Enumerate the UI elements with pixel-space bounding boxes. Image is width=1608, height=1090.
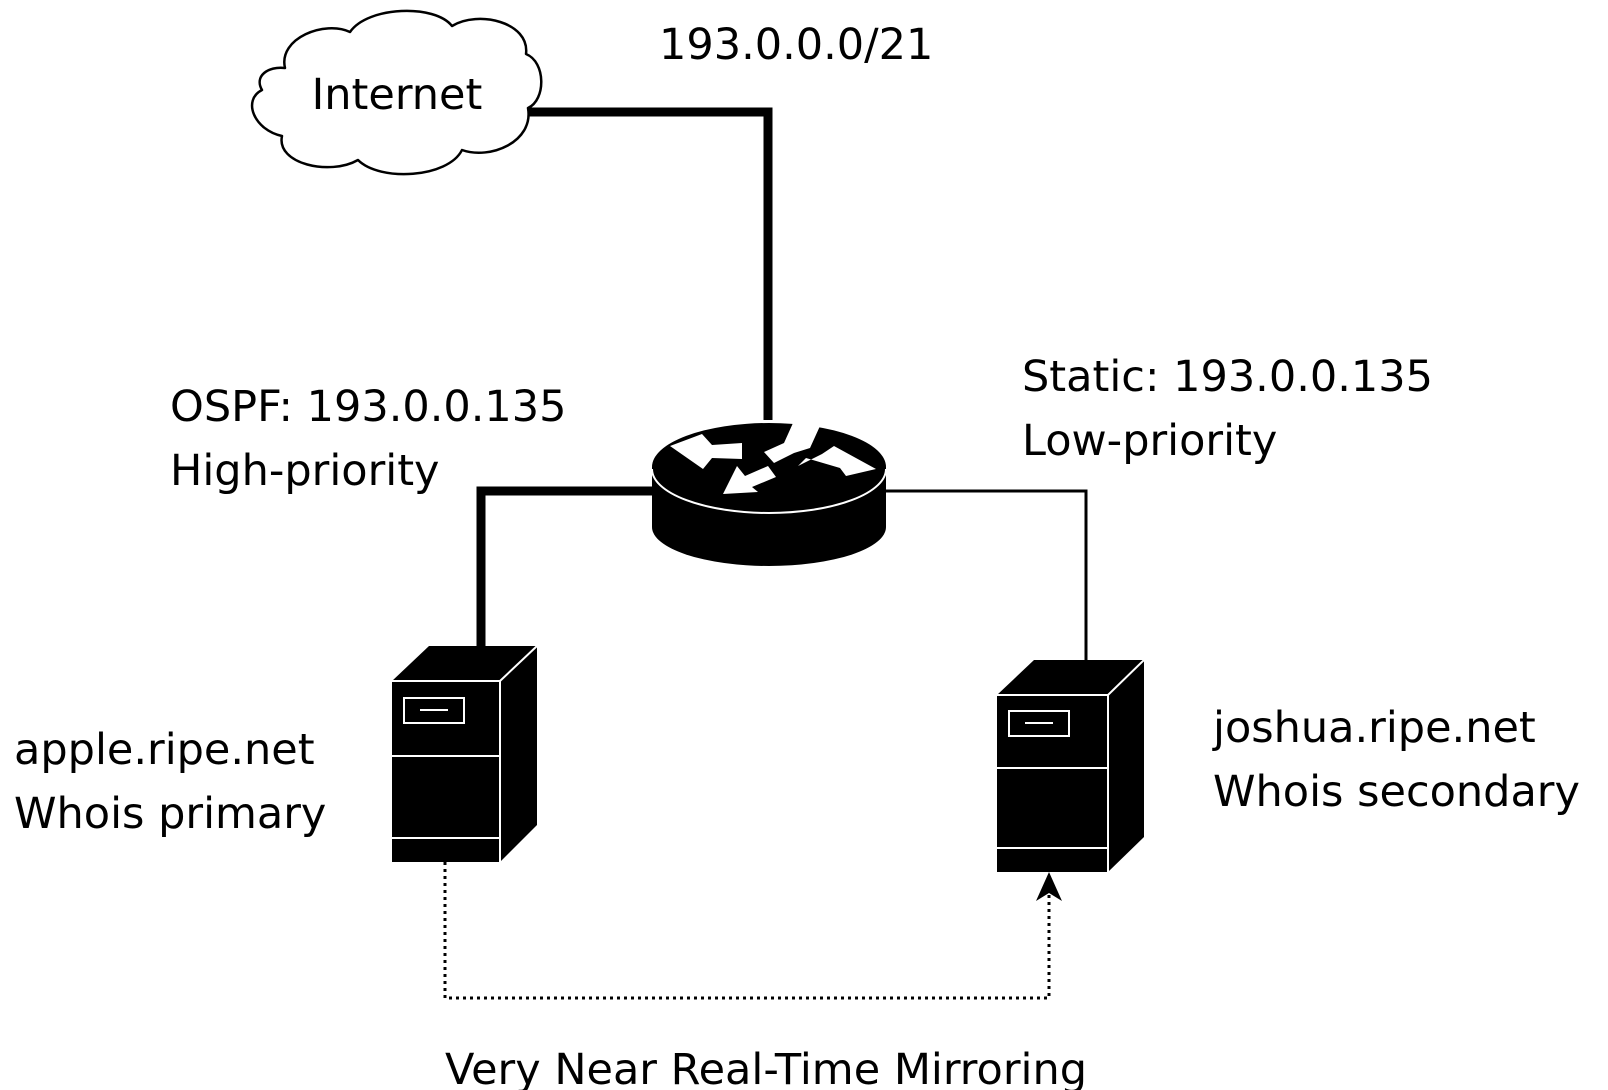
primary-role-label: Whois primary	[14, 789, 326, 839]
ospf-link-line	[476, 486, 652, 650]
ospf-priority-label: High-priority	[170, 446, 440, 496]
network-prefix-label: 193.0.0.0/21	[659, 20, 933, 70]
static-link-line	[884, 489, 1088, 660]
cloud-icon	[250, 9, 543, 176]
mirroring-label: Very Near Real-Time Mirroring	[445, 1045, 1087, 1090]
primary-server-icon	[392, 645, 538, 862]
mirroring-link-line	[443, 862, 1051, 1000]
router-icon	[651, 423, 887, 566]
internet-uplink-line	[528, 107, 773, 420]
static-route-label: Static: 193.0.0.135	[1022, 352, 1433, 402]
secondary-hostname-label: joshua.ripe.net	[1212, 703, 1536, 753]
static-priority-label: Low-priority	[1022, 416, 1277, 466]
ospf-route-label: OSPF: 193.0.0.135	[170, 382, 567, 432]
mirroring-arrowhead	[1036, 872, 1062, 901]
secondary-role-label: Whois secondary	[1213, 767, 1580, 817]
internet-label: Internet	[312, 70, 483, 120]
secondary-server-icon	[997, 659, 1145, 872]
primary-hostname-label: apple.ripe.net	[14, 725, 315, 775]
